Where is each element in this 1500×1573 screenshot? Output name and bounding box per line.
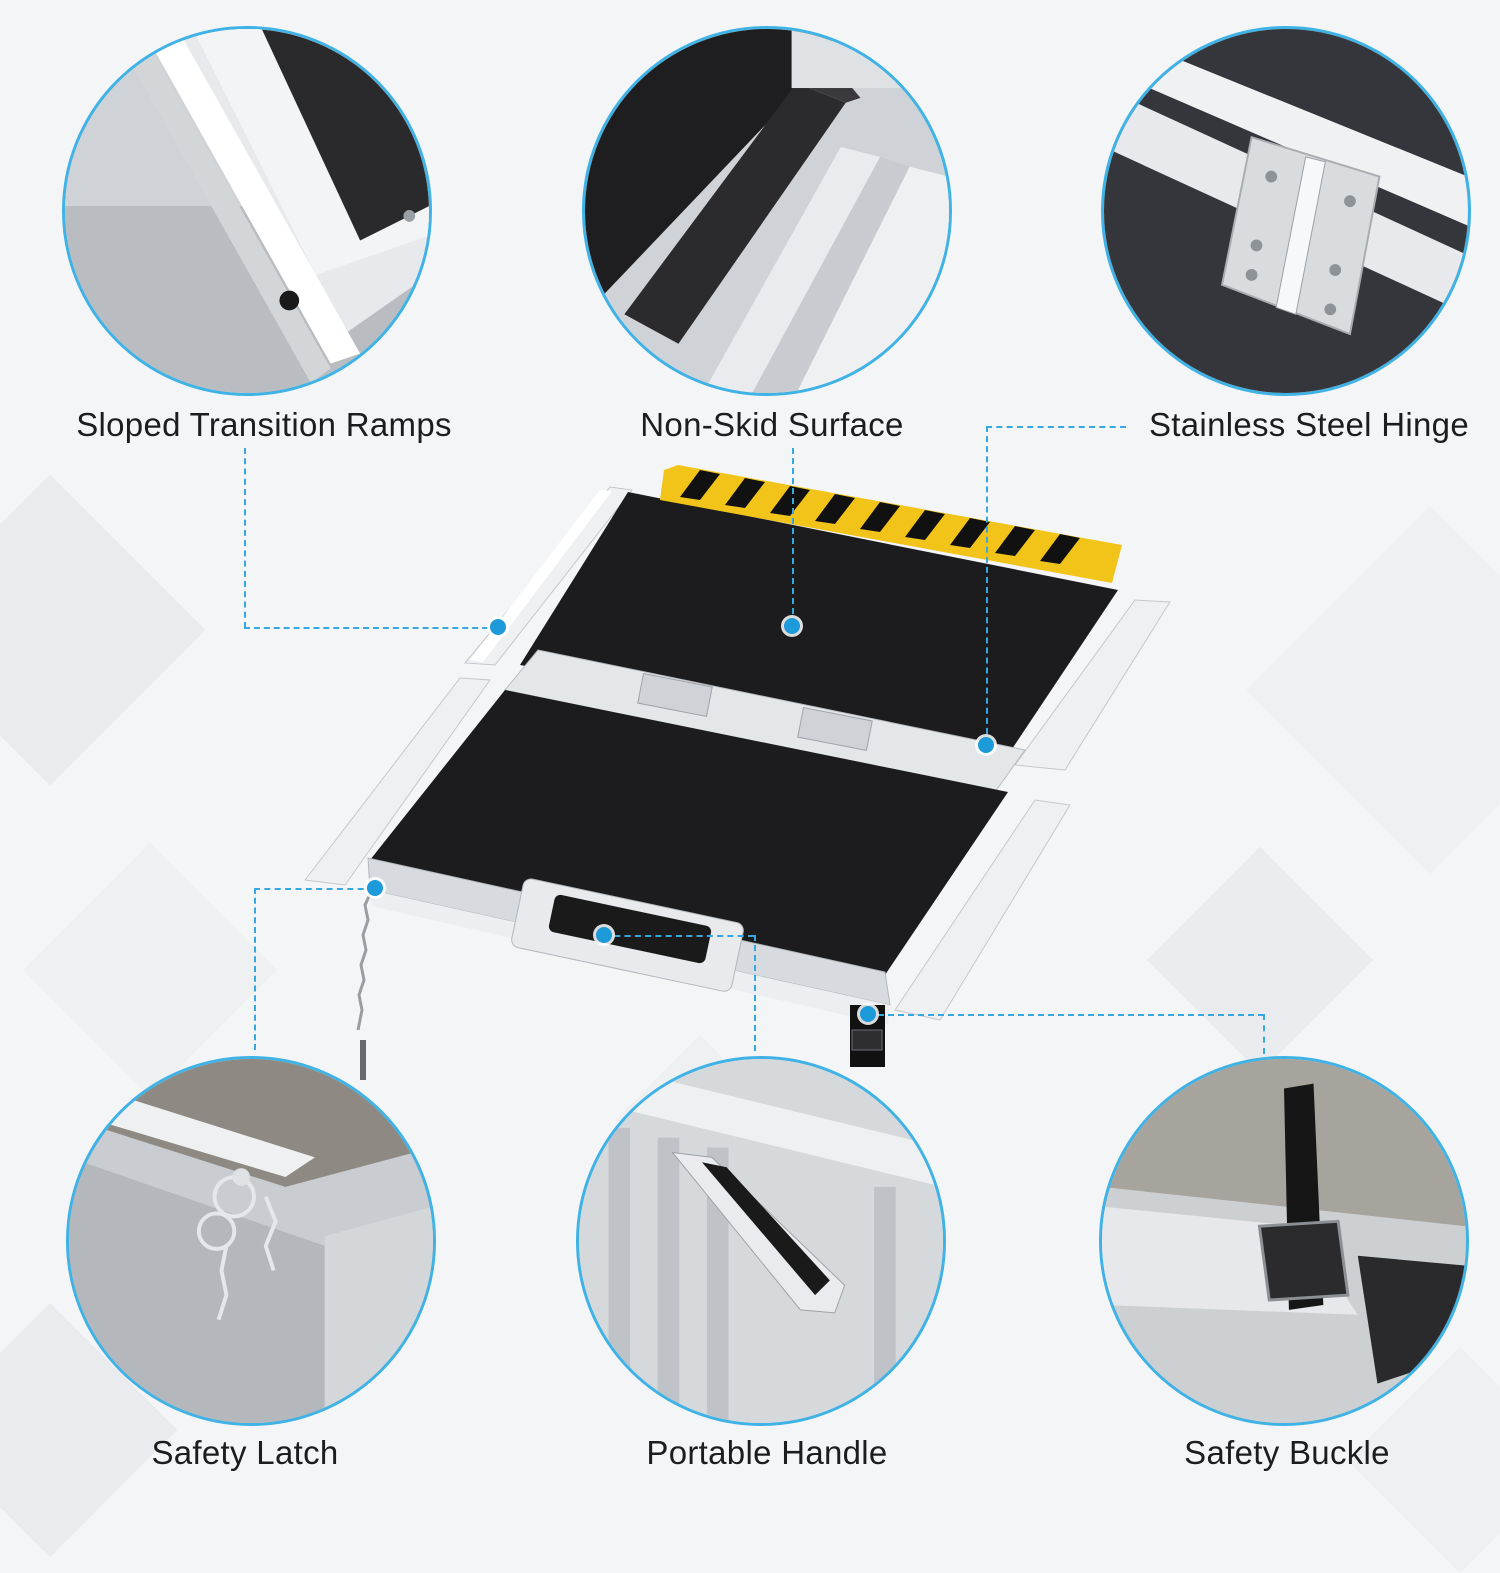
lower-nonskid-surface (370, 690, 1008, 975)
leader-hinge (986, 426, 988, 744)
safety-buckle-closeup (1099, 1056, 1469, 1426)
latch-chain (356, 889, 374, 1031)
handle-closeup-icon (579, 1059, 943, 1423)
leader-nonskid (792, 448, 794, 624)
hinge-closeup-icon (1104, 29, 1468, 393)
carry-handle (548, 894, 712, 964)
feature-label-buckle: Safety Buckle (1184, 1434, 1390, 1471)
marker-latch (367, 880, 383, 896)
leader-handle (754, 935, 756, 1051)
feature-label-latch: Safety Latch (151, 1434, 339, 1471)
hinge-plate (797, 707, 873, 751)
hinge-plate (637, 673, 713, 717)
marker-handle (596, 927, 612, 943)
marker-sloped (490, 619, 506, 635)
warning-chevrons (680, 470, 1080, 564)
portable-handle-closeup (576, 1056, 946, 1426)
safety-latch-closeup (66, 1056, 436, 1426)
latch-pin (360, 1040, 366, 1080)
feature-label-hinge: Stainless Steel Hinge (1149, 406, 1469, 443)
marker-buckle (860, 1006, 876, 1022)
leader-latch (254, 888, 256, 1050)
leader-sloped (244, 448, 246, 628)
stainless-hinge-closeup (1101, 26, 1471, 396)
buckle-closeup-icon (1102, 1059, 1466, 1423)
nonskid-surface-closeup (582, 26, 952, 396)
leader-buckle (868, 1014, 1264, 1016)
leader-hinge (986, 426, 1126, 428)
latch-closeup-icon (69, 1059, 433, 1423)
leader-latch (254, 888, 374, 890)
leader-buckle (1263, 1014, 1265, 1054)
marker-hinge (978, 737, 994, 753)
ramp-illustration (304, 465, 1171, 1080)
feature-label-nonskid: Non-Skid Surface (640, 406, 904, 443)
marker-nonskid (784, 618, 800, 634)
feature-label-handle: Portable Handle (646, 1434, 888, 1471)
leader-sloped (244, 627, 498, 629)
leader-handle (604, 935, 754, 937)
nonskid-closeup-icon (585, 29, 949, 393)
feature-label-sloped: Sloped Transition Ramps (76, 406, 452, 443)
